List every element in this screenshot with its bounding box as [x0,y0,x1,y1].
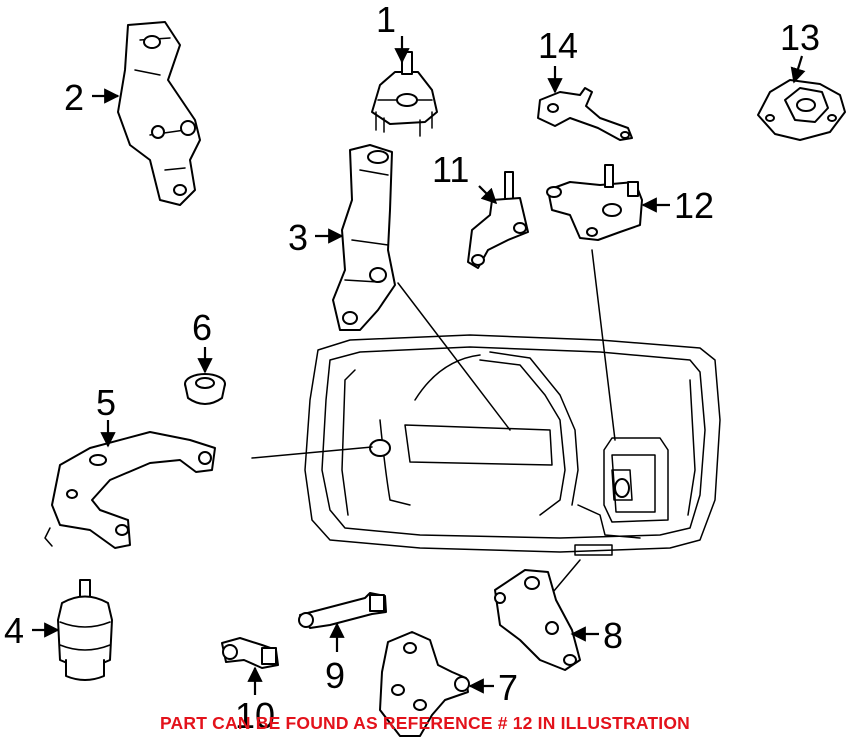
callout-6: 6 [192,307,212,348]
part-6-bushing [184,373,226,405]
callout-9: 9 [325,655,345,696]
part-14-strap [537,87,633,141]
callout-12: 12 [674,185,714,226]
callout-8: 8 [603,615,623,656]
callout-4: 4 [4,610,24,651]
part-10-small-mount [221,637,279,669]
part-8-bracket [494,569,581,671]
part-7-bracket [379,631,470,737]
part-2-bracket [117,21,201,206]
part-13-mount [757,79,846,141]
callout-numbers: 1 2 3 4 5 6 7 8 9 10 11 12 13 14 [4,0,820,736]
callout-3: 3 [288,217,308,258]
part-12-engine-mount [546,164,643,241]
callout-10: 10 [235,695,275,736]
callout-5: 5 [96,382,116,423]
part-3-tall-bracket [332,144,396,331]
part-9-torque-rod [298,592,387,629]
part-5-subframe-bracket [44,431,216,549]
reference-notice: PART CAN BE FOUND AS REFERENCE # 12 IN I… [159,713,691,733]
callout-2: 2 [64,77,84,118]
callout-1: 1 [376,0,396,40]
callout-7: 7 [498,667,518,708]
part-11-bracket [467,171,529,269]
part-4-hydraulic-mount [57,579,113,681]
callout-14: 14 [538,25,578,66]
callout-11: 11 [432,149,469,190]
part-1-engine-mount [371,51,438,137]
vehicle-body-outline [304,334,721,556]
callout-arrows [32,36,806,695]
callout-13: 13 [780,17,820,58]
